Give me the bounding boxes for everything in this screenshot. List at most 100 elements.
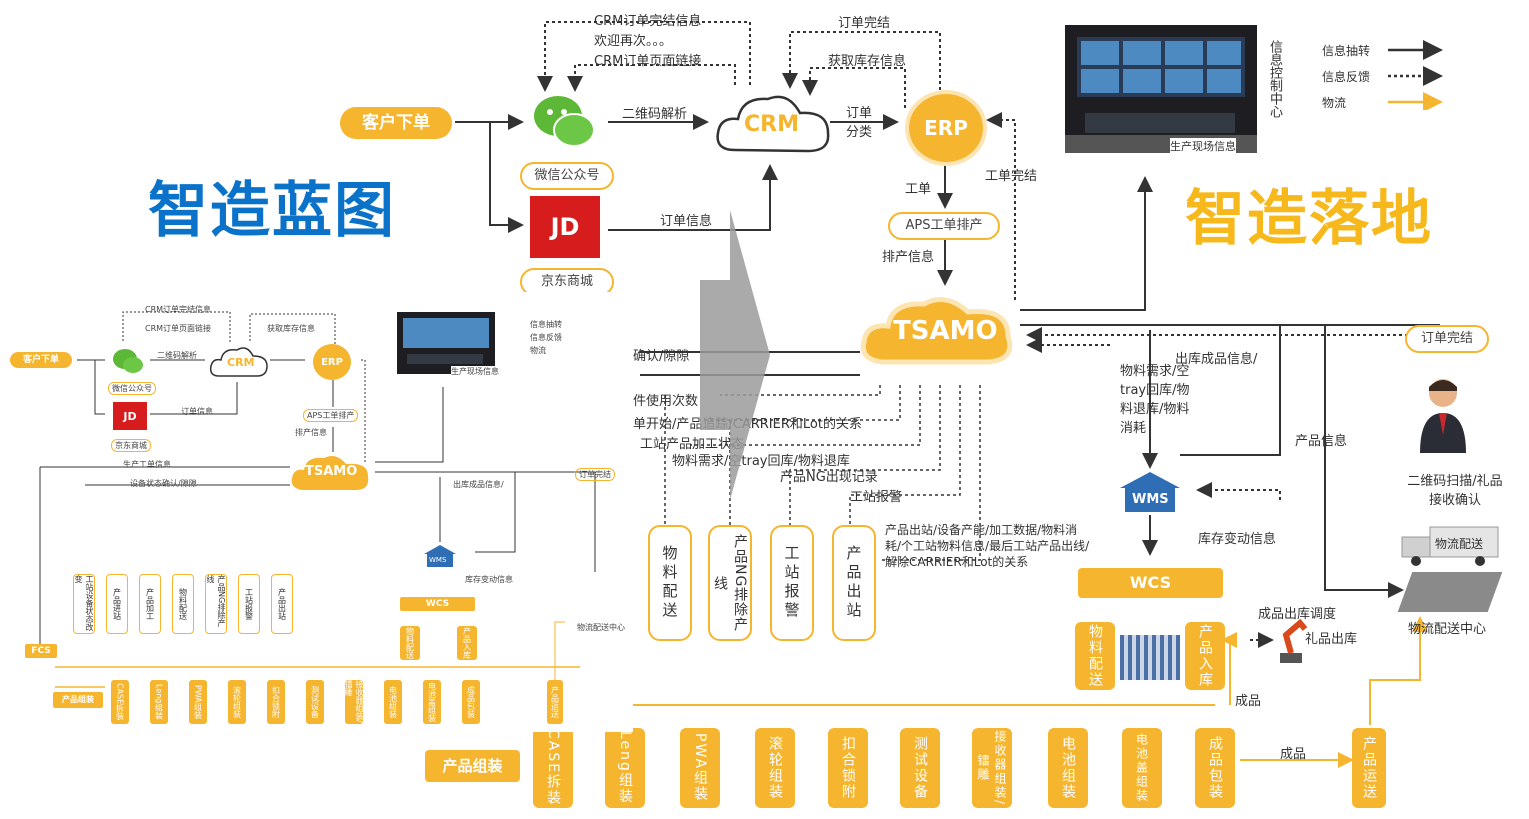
edge-material-req: 物料需求/空tray回库/物料退库/物料消耗 [1120, 364, 1190, 436]
mini-wms-node [422, 544, 458, 568]
mini-device-status: 设备状态确认/隙隙 [130, 479, 197, 488]
mini-jd-label: 京东商城 [111, 439, 151, 452]
robot-arm-icon [1272, 615, 1310, 665]
mini-assembly-step: 测试设备 [306, 680, 324, 724]
edge-qr-parse: 二维码解析 [622, 107, 688, 122]
edge-product-info: 产品信息 [1295, 434, 1348, 449]
mini-assembly-step: 电池组装 [384, 680, 402, 724]
edge-parts-usage: 件使用次数 [633, 394, 699, 409]
edge-schedule-info: 排产信息 [882, 250, 935, 265]
mini-jd-logo: JD [113, 402, 147, 430]
mini-assembly-ship: 产品运送 [547, 680, 563, 724]
edge-product-feedback: 产品出站/设备产能/加工数据/物料消耗/个工站物料信息/最后工站产品出线/解除C… [885, 523, 1090, 569]
edge-station-status: 工站产品加工状态 [640, 437, 745, 452]
assembly-step-8: 电池组装 [1048, 728, 1088, 808]
legend-logistics-label: 物流 [1322, 96, 1347, 110]
mini-order-info: 订单信息 [181, 407, 213, 416]
mini-production-info: 生产工单信息 [123, 460, 171, 469]
wcs-node: WCS [1078, 568, 1223, 598]
wms-label: WMS [1132, 492, 1169, 507]
mini-tsamo-label: TSAMO [305, 464, 358, 479]
edge-outbound-info: 出库成品信息/ [1175, 352, 1258, 367]
mini-schedule-info: 排产信息 [295, 428, 327, 437]
module-ng-removal: 产品NG排除产线 [708, 525, 752, 641]
mini-legend-3: 物流 [530, 346, 546, 355]
mini-crm-page: CRM订单页面链接 [145, 324, 212, 333]
assembly-step-1: CASE拆装 [533, 728, 573, 808]
edge-finished-2: 成品 [1280, 747, 1307, 762]
tsamo-label: TSAMO [893, 316, 998, 346]
mini-crm-done: CRM订单完结信息 [145, 305, 212, 314]
edge-ng-record: 产品NG出现记录 [780, 470, 878, 485]
mini-wechat-label: 微信公众号 [108, 382, 156, 395]
mini-assembly-step: 成品包装 [462, 680, 480, 724]
assembly-step-3: PWA组装 [680, 728, 720, 808]
mini-wcs-material: 物料配送 [400, 626, 420, 660]
mini-get-stock: 获取库存信息 [267, 324, 315, 333]
customer-order-node: 客户下单 [340, 107, 452, 139]
assembly-step-9: 电池盖组装 [1122, 728, 1162, 808]
mini-legend-1: 信息抽转 [530, 320, 562, 329]
mini-crm-cloud [207, 344, 271, 382]
mini-left-module: 产品加工 [139, 574, 161, 634]
mini-lines [39, 311, 596, 688]
title-implementation: 智造落地 [1185, 184, 1433, 254]
mini-erp-node: ERP [313, 344, 351, 380]
wcs-material-box: 物料配送 [1075, 622, 1115, 690]
mini-qr-parse: 二维码解析 [157, 351, 197, 360]
edge-finished: 成品 [1235, 694, 1262, 709]
edge-confirm: 确认/隙隙 [633, 349, 690, 364]
mini-outbound-info: 出库成品信息/ [453, 480, 504, 489]
module-station-alarm: 工站报警 [770, 525, 814, 641]
edge-crm-page: CRM订单页面链接 [594, 54, 702, 69]
wms-node [1115, 470, 1185, 515]
jd-logo: JD [530, 196, 600, 258]
person-icon [1418, 375, 1468, 453]
mini-fcs: FCS [25, 644, 57, 658]
edge-order-info: 订单信息 [660, 214, 713, 229]
edge-product-outbound: 成品出库调度 [1258, 607, 1337, 622]
legend-info-feedback-label: 信息反馈 [1322, 70, 1371, 84]
assembly-step-4: 滚轮组装 [755, 728, 795, 808]
edge-gift-outbound: 礼品出库 [1305, 632, 1358, 647]
assembly-step-10: 成品包装 [1195, 728, 1235, 808]
mini-wcs-product-in: 产品入库 [457, 626, 477, 660]
wcs-product-in-box: 产品入库 [1185, 622, 1225, 690]
mini-assembly-step: 接收器组装/镭雕 [344, 680, 364, 724]
mini-assembly-start: 产品组装 [53, 692, 103, 708]
edge-stock-change: 库存变动信息 [1198, 532, 1277, 547]
mini-wechat-icon [111, 347, 145, 375]
assembly-start: 产品组装 [425, 750, 520, 782]
edge-material-tray: 物料需求/空tray回库/物料退库 [672, 454, 850, 469]
mini-left-module: 产品NG排除产线 [205, 574, 227, 634]
mini-left-module: 产品出站 [271, 574, 293, 634]
mini-assembly-step: PWA组装 [189, 680, 207, 724]
crm-label: CRM [744, 112, 799, 137]
mini-left-module: 工站报警 [238, 574, 260, 634]
title-blueprint: 智造蓝图 [148, 176, 396, 246]
mini-control-center [397, 312, 495, 374]
conveyor-image [1120, 635, 1180, 680]
mini-assembly-step: CASE拆装 [111, 680, 129, 724]
assembly-step-6: 测试设备 [900, 728, 940, 808]
wechat-icon [530, 92, 600, 152]
mini-tsamo-cloud [288, 452, 373, 497]
assembly-ship: 产品运送 [1352, 728, 1386, 808]
erp-node: ERP [905, 90, 987, 166]
control-center-caption: 生产现场信息 [1170, 138, 1236, 154]
edge-order-classify: 订单分类 [846, 106, 873, 140]
edge-welcome: 欢迎再次。。。 [594, 34, 673, 49]
module-material-delivery: 物料配送 [648, 525, 692, 641]
logistics-center-label: 物流配送中心 [1408, 622, 1487, 637]
mini-left-module: 工站设备状态改变 [73, 574, 95, 634]
assembly-step-5: 扣合锁附 [828, 728, 868, 808]
control-center-vertical-label: 信息控制中心 [1267, 40, 1282, 118]
edge-order-done: 订单完结 [838, 16, 891, 31]
truck-label: 物流配送 [1435, 537, 1484, 551]
mini-control-caption: 生产现场信息 [451, 366, 499, 377]
wechat-label: 微信公众号 [520, 162, 614, 190]
legend-info-flow-label: 信息抽转 [1322, 44, 1371, 58]
edge-get-stock: 获取库存信息 [828, 54, 907, 69]
mini-crm-label: CRM [227, 356, 255, 369]
control-center-image [1065, 25, 1257, 153]
